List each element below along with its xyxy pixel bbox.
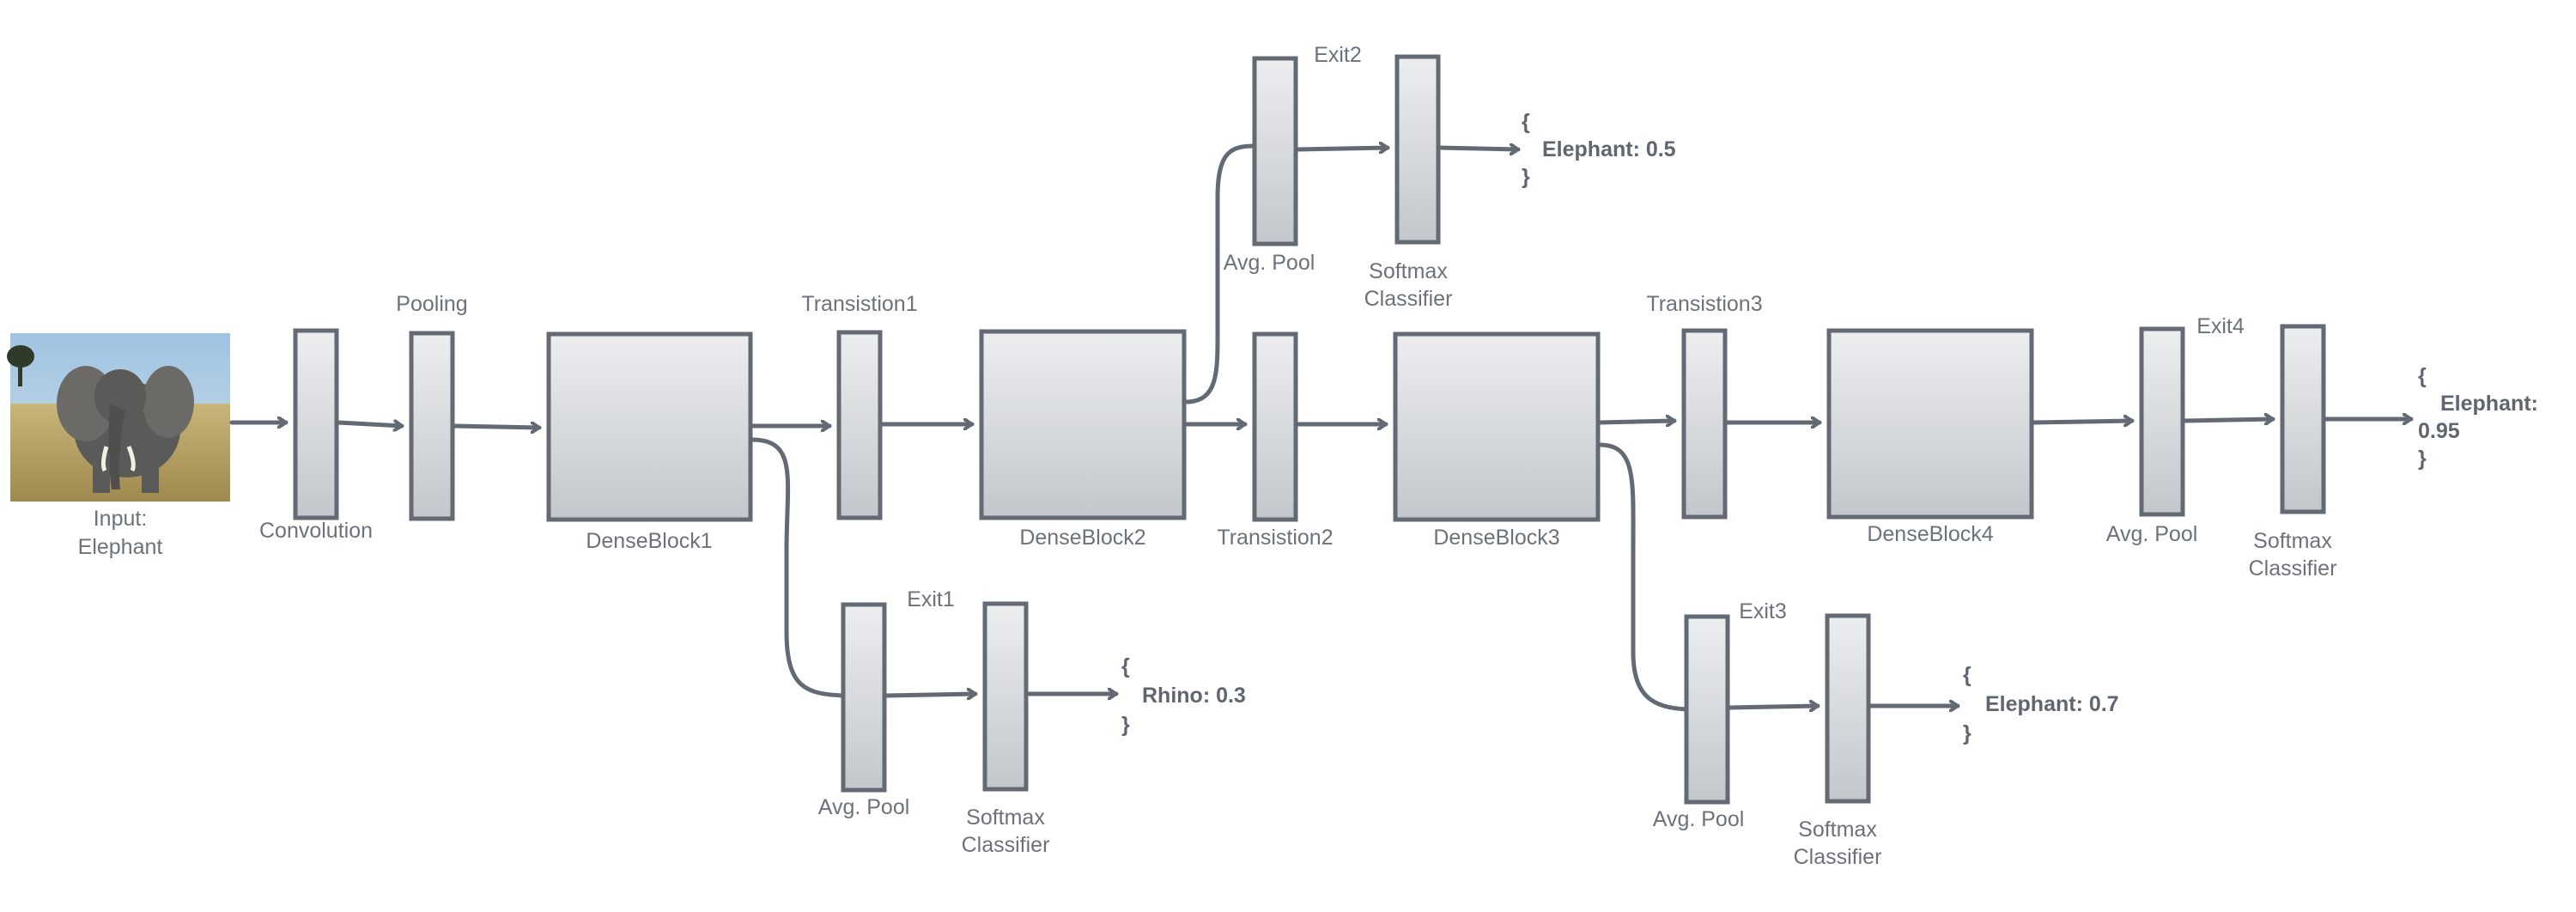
exit1-open-brace: {: [1121, 654, 1130, 678]
transition-3-label: Transistion3: [1646, 292, 1762, 316]
exit2-avg-pool-block: [1252, 56, 1298, 246]
transition-2-label: Transistion2: [1217, 526, 1333, 550]
convolution-label: Convolution: [259, 519, 373, 543]
arrow-convolution-to-pooling: [336, 423, 404, 426]
pooling-label: Pooling: [396, 292, 467, 316]
exit3-close-brace: }: [1963, 721, 1971, 745]
exit4-softmax-label-line2: Classifier: [2249, 556, 2337, 581]
transition-1-label: Transistion1: [801, 292, 917, 316]
dense-block-2-label: DenseBlock2: [1019, 526, 1145, 550]
exit2-softmax-label-line1: Softmax: [1369, 259, 1448, 283]
pooling-block: [409, 331, 455, 521]
dense-block-1: [546, 331, 753, 522]
dense-block-4-label: DenseBlock4: [1867, 522, 1993, 546]
exit3-open-brace: {: [1963, 663, 1971, 687]
exit4-name: Exit4: [2196, 314, 2245, 338]
exit2-prediction: Elephant: 0.5: [1542, 137, 1676, 161]
arrow-exit3-pool-to-softmax: [1727, 706, 1820, 708]
exit4-avg-pool-label: Avg. Pool: [2106, 522, 2198, 546]
arrow-denseblock4-to-exit4-pool: [2031, 421, 2135, 423]
transition-1-block: [836, 330, 883, 520]
dense-block-3: [1393, 331, 1601, 522]
exit2-open-brace: {: [1522, 110, 1530, 134]
exit1-avg-pool-block: [841, 602, 887, 793]
exit4-prediction-line2: 0.95: [2418, 419, 2460, 443]
curve-denseblock3-to-exit3: [1597, 442, 1689, 712]
exit1-name: Exit1: [907, 587, 955, 611]
exit2-avg-pool-label: Avg. Pool: [1224, 251, 1315, 275]
input-label-line1: Input:: [94, 507, 148, 531]
dense-block-2: [979, 329, 1187, 520]
arrow-exit2-softmax-to-output: [1437, 148, 1521, 149]
exit3-softmax-label-line1: Softmax: [1798, 818, 1877, 842]
exit2-name: Exit2: [1314, 43, 1362, 67]
arrow-exit2-pool-to-softmax: [1295, 148, 1390, 149]
exit3-avg-pool-block: [1684, 614, 1730, 805]
dense-block-3-label: DenseBlock3: [1433, 526, 1559, 550]
transition-3-block: [1681, 328, 1728, 520]
curve-denseblock1-to-exit1: [750, 437, 846, 698]
transition-2-block: [1252, 331, 1298, 522]
exit1-close-brace: }: [1121, 713, 1130, 737]
exit2-softmax-label-line2: Classifier: [1364, 287, 1453, 311]
exit1-softmax-label-line1: Softmax: [966, 806, 1045, 830]
arrow-pooling-to-denseblock1: [452, 426, 542, 428]
dense-block-1-label: DenseBlock1: [586, 529, 712, 553]
arrow-exit1-pool-to-softmax: [884, 694, 978, 696]
curve-denseblock2-to-exit2: [1183, 143, 1257, 404]
exit4-prediction-line1: Elephant:: [2440, 392, 2538, 416]
exit3-softmax-block: [1825, 613, 1871, 804]
exit3-avg-pool-label: Avg. Pool: [1653, 807, 1745, 831]
input-label-line2: Elephant: [78, 535, 163, 559]
arrow-exit4-pool-to-softmax: [2182, 419, 2275, 421]
exit4-avg-pool-block: [2139, 326, 2185, 517]
exit1-avg-pool-label: Avg. Pool: [818, 795, 910, 819]
exit4-open-brace: {: [2418, 364, 2427, 388]
exit3-name: Exit3: [1739, 599, 1787, 623]
convolution-block: [293, 328, 339, 520]
exit2-close-brace: }: [1522, 165, 1530, 189]
exit4-softmax-label-line1: Softmax: [2253, 529, 2332, 553]
exit1-softmax-block: [982, 601, 1029, 792]
exit3-prediction: Elephant: 0.7: [1985, 692, 2119, 716]
exit4-softmax-block: [2280, 324, 2326, 514]
exit2-softmax-block: [1394, 54, 1441, 245]
exit1-prediction: Rhino: 0.3: [1142, 684, 1246, 708]
exit1-softmax-label-line2: Classifier: [962, 833, 1050, 857]
elephant-image: [7, 333, 230, 502]
arrow-denseblock3-to-transition3: [1597, 421, 1677, 423]
dense-block-4: [1826, 328, 2034, 520]
exit4-close-brace: }: [2418, 447, 2427, 471]
exit3-softmax-label-line2: Classifier: [1794, 845, 1882, 869]
